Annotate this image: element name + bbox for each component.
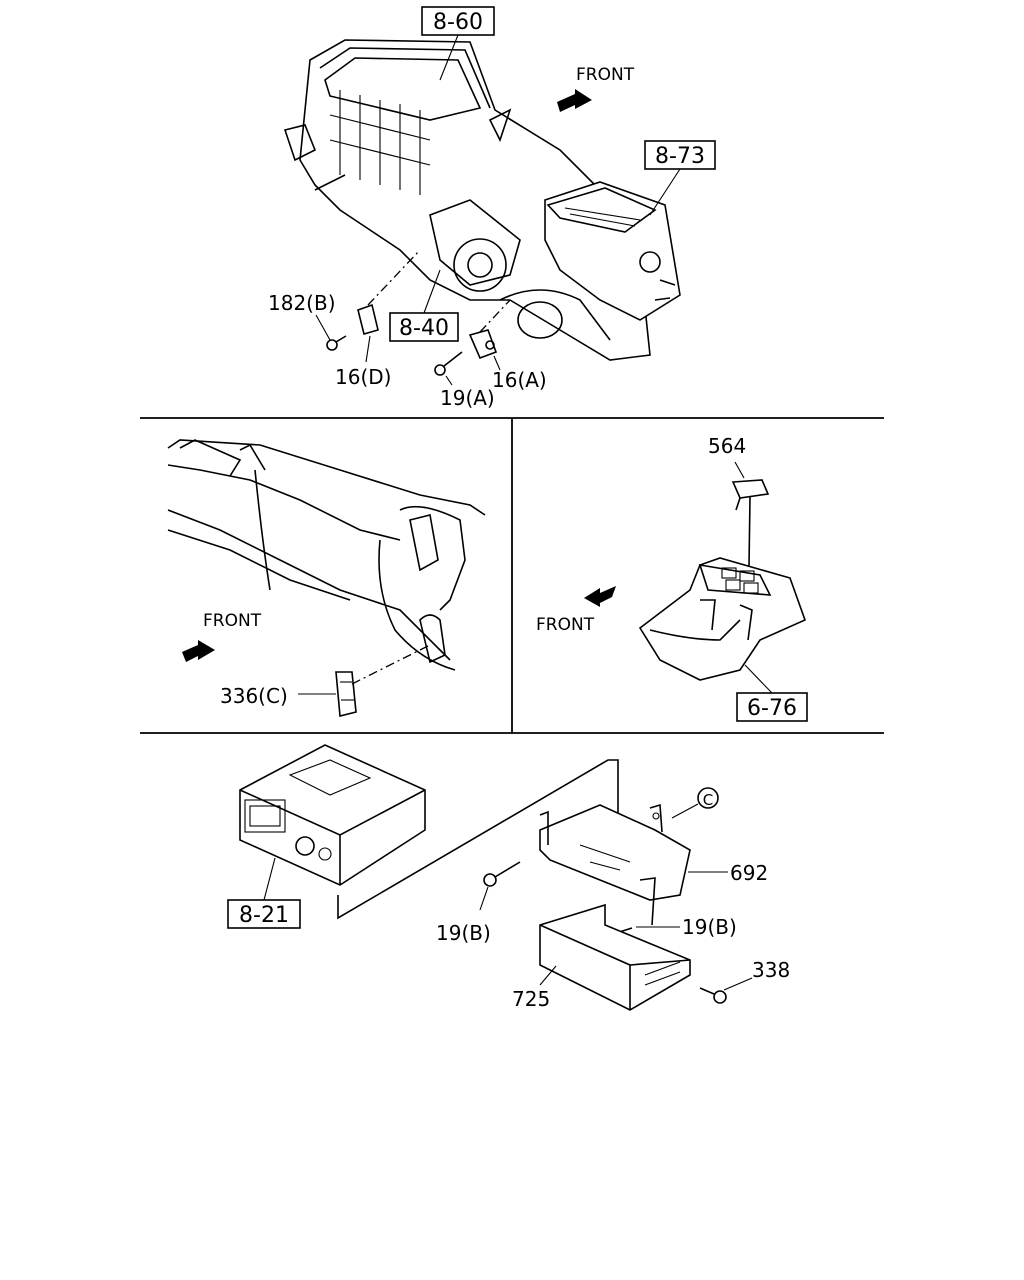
clip-a-part xyxy=(468,299,511,360)
screw-b-label: 182(B) xyxy=(268,291,336,315)
dash-front-label: FRONT xyxy=(203,611,262,631)
section-dividers xyxy=(140,417,884,734)
bolt-a-part xyxy=(434,351,463,376)
switch-part xyxy=(731,479,770,567)
heater-front-label: FRONT xyxy=(576,65,635,85)
heater-unit-drawing xyxy=(283,39,651,361)
front-arrow-icon xyxy=(584,586,616,607)
console-ref-box xyxy=(736,692,808,722)
heater-panel: 8-60 8-73 8-40 FRONT 182(B) 16(D) 1 xyxy=(268,6,716,410)
bolt-b-left-part xyxy=(483,861,521,887)
dashboard-drawing xyxy=(167,439,486,671)
circle-c-label: C xyxy=(703,791,713,809)
radio-ref-box xyxy=(227,899,301,929)
screw-338-part xyxy=(699,987,727,1004)
bracket-692-label: 692 xyxy=(730,861,768,885)
audio-panel: 8-21 C 692 19(B) 19(B) xyxy=(227,744,790,1011)
screw-338-label: 338 xyxy=(752,958,790,982)
clip-d-part xyxy=(357,249,421,335)
front-arrow-icon xyxy=(182,640,215,662)
bolt-b-left-label: 19(B) xyxy=(436,921,491,945)
pocket-725-drawing xyxy=(539,903,691,1011)
radio-ref: 8-21 xyxy=(239,903,289,928)
console-panel: 564 FRONT 6-76 xyxy=(536,434,808,722)
front-arrow-icon xyxy=(557,89,592,112)
console-ref: 6-76 xyxy=(747,696,797,721)
bracket-c-part xyxy=(335,644,431,718)
switch-label: 564 xyxy=(708,434,746,458)
heater-unit-ref: 8-60 xyxy=(433,10,483,35)
duct-ref: 8-40 xyxy=(399,316,449,341)
pocket-725-label: 725 xyxy=(512,987,550,1011)
bracket-692-drawing xyxy=(539,803,691,926)
heater-unit-ref-box xyxy=(421,6,495,36)
clip-d-label: 16(D) xyxy=(335,365,391,389)
bracket-c-label: 336(C) xyxy=(220,684,288,708)
console-drawing xyxy=(638,557,807,681)
bolt-a-label: 19(A) xyxy=(440,386,495,410)
dash-panel: FRONT 336(C) xyxy=(167,439,486,718)
clip-a-label: 16(A) xyxy=(492,368,547,392)
blower-unit-ref: 8-73 xyxy=(655,144,705,169)
blower-unit-ref-box xyxy=(644,140,716,170)
console-front-label: FRONT xyxy=(536,615,595,635)
radio-drawing xyxy=(239,744,426,886)
duct-ref-box xyxy=(389,312,459,342)
circle-c-marker xyxy=(697,787,719,809)
blower-unit-drawing xyxy=(544,181,681,321)
bolt-b-right-label: 19(B) xyxy=(682,915,737,939)
screw-b-part xyxy=(326,335,347,351)
